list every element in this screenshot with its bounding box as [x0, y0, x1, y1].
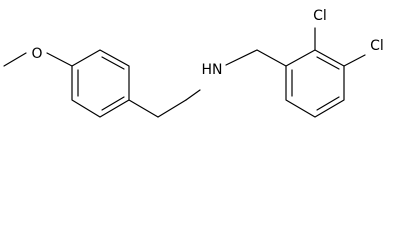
chlorine-2-bond — [343, 54, 366, 67]
chemical-structure: O HN Cl Cl — [3, 8, 384, 118]
dichlorophenyl-ring — [285, 49, 345, 118]
nitrogen-ch2-bond — [225, 49, 258, 66]
methoxyphenyl-inner-bond-2 — [101, 96, 125, 111]
methoxyphenyl-ring-outline — [71, 49, 130, 118]
chlorine-1-label: Cl — [313, 8, 327, 24]
benzyl-linker — [225, 49, 287, 67]
ch2-ring-bond — [256, 49, 287, 67]
oxygen-ring-bond — [46, 52, 73, 67]
ch2-nitrogen-bond — [185, 89, 201, 101]
methoxyphenyl-inner-bond-1 — [101, 56, 125, 70]
dichlorophenyl-inner-bond-2 — [316, 96, 340, 111]
ring-ch2-bond — [128, 99, 159, 118]
dichlorophenyl-inner-bond-1 — [316, 56, 340, 70]
methoxy-group: O — [3, 46, 73, 67]
oxygen-label: O — [31, 46, 42, 62]
methyl-bond — [3, 52, 27, 67]
chlorine-substituents: Cl Cl — [313, 8, 384, 67]
methoxyphenyl-ring — [71, 49, 130, 118]
ethyl-linker — [128, 89, 201, 118]
dichlorophenyl-ring-outline — [285, 49, 345, 118]
ch2-ch2-bond — [157, 99, 187, 118]
amine-label: HN — [202, 62, 223, 78]
chlorine-2-label: Cl — [370, 38, 384, 54]
